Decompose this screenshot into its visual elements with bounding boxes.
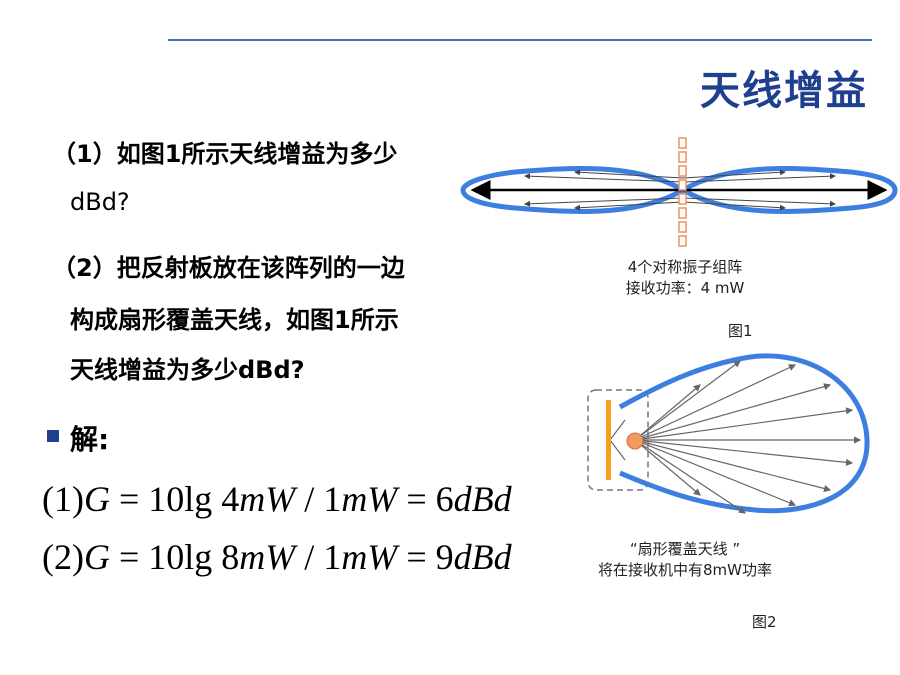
eq2-mid: / 1	[295, 537, 342, 577]
figure-2-sector-antenna-pattern	[587, 353, 870, 514]
question-2-line-1: （2）把反射板放在该阵列的一边	[52, 254, 405, 282]
figure-1-caption-line-1: 4个对称振子组阵	[627, 258, 743, 276]
slide-title: 天线增益	[700, 68, 868, 114]
figure-1-caption-line-2: 接收功率：4 mW	[625, 279, 745, 297]
eq1-prefix: (1)	[42, 479, 84, 519]
question-2-line-3: 天线增益为多少dBd?	[70, 356, 305, 384]
solution-label: 解:	[70, 423, 110, 456]
figure-1-dipole-array-pattern	[460, 137, 898, 247]
figure-1-caption: 4个对称振子组阵 接收功率：4 mW	[590, 256, 780, 298]
dipole-array	[678, 137, 687, 247]
dipole-element	[626, 432, 644, 450]
equation-1: (1)G = 10lg 4mW / 1mW = 6dBd	[42, 478, 512, 520]
figure-2-label: 图2	[752, 613, 777, 631]
reflector-plate	[606, 400, 611, 480]
eq1-rest1: = 10lg 4	[109, 479, 240, 519]
eq2-unit2: mW	[341, 537, 398, 577]
eq2-rest1: = 10lg 8	[109, 537, 240, 577]
bullet-square-icon	[47, 430, 59, 442]
figure-2-caption: “扇形覆盖天线 ” 将在接收机中有8mW功率	[585, 538, 785, 580]
figure-2-caption-line-2: 将在接收机中有8mW功率	[598, 561, 772, 579]
eq1-mid: / 1	[295, 479, 342, 519]
eq2-unit1: mW	[239, 537, 296, 577]
eq1-var: G	[83, 479, 110, 519]
right-lobe	[678, 166, 898, 214]
left-lobe	[460, 166, 688, 214]
eq2-var: G	[83, 537, 110, 577]
eq1-unit1: mW	[239, 479, 296, 519]
question-1-line-2: dBd?	[70, 188, 130, 216]
eq1-unit3: dBd	[453, 479, 512, 519]
eq2-unit3: dBd	[453, 537, 512, 577]
eq2-rest2: = 9	[397, 537, 454, 577]
eq2-prefix: (2)	[42, 537, 84, 577]
equation-2: (2)G = 10lg 8mW / 1mW = 9dBd	[42, 536, 512, 578]
dashed-housing	[587, 389, 649, 491]
figure-1-label: 图1	[728, 322, 753, 340]
radiation-arrows	[609, 360, 862, 514]
question-1-line-1: （1）如图1所示天线增益为多少	[52, 140, 398, 168]
sector-lobe	[618, 353, 870, 514]
eq1-unit2: mW	[341, 479, 398, 519]
eq1-rest2: = 6	[397, 479, 454, 519]
figure-2-caption-line-1: “扇形覆盖天线 ”	[629, 540, 741, 558]
title-rule	[168, 39, 872, 41]
question-2-line-2: 构成扇形覆盖天线，如图1所示	[70, 306, 399, 334]
